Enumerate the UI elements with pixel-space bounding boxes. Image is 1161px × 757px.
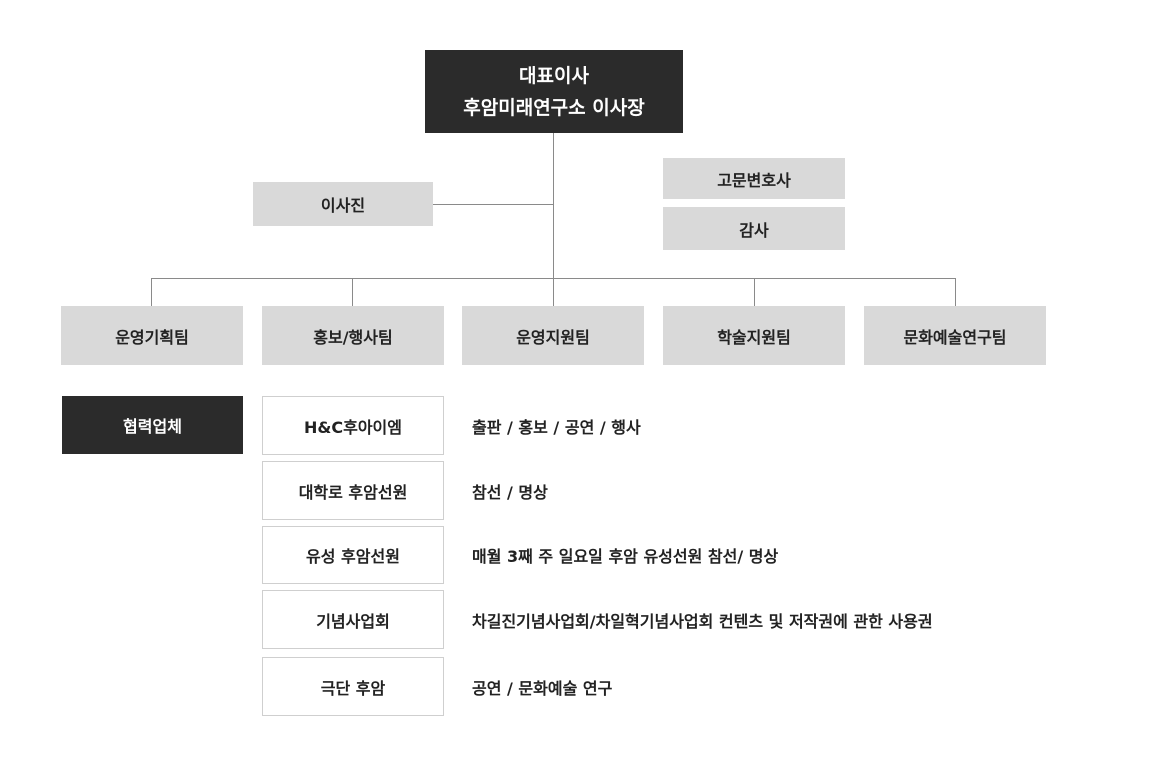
team-drop-line: [955, 278, 956, 306]
team-drop-line: [553, 278, 554, 306]
board-box: 이사진: [253, 182, 433, 226]
ceo-subtitle: 후암미래연구소 이사장: [463, 96, 645, 119]
partner-description: 출판 / 홍보 / 공연 / 행사: [472, 417, 641, 437]
partner-description: 차길진기념사업회/차일혁기념사업회 컨텐츠 및 저작권에 관한 사용권: [472, 611, 933, 631]
partner-name-box: 대학로 후암선원: [262, 461, 444, 520]
team-box-operations-planning: 운영기획팀: [61, 306, 243, 365]
partner-name-box: H&C후아이엠: [262, 396, 444, 455]
partner-description: 참선 / 명상: [472, 482, 548, 502]
ceo-stem-line: [553, 133, 554, 279]
advisor-box-audit: 감사: [663, 207, 845, 250]
partners-header: 협력업체: [62, 396, 243, 454]
ceo-box: 대표이사 후암미래연구소 이사장: [425, 50, 683, 133]
partner-name-box: 극단 후암: [262, 657, 444, 716]
team-box-academic-support: 학술지원팀: [663, 306, 845, 365]
team-box-pr-events: 홍보/행사팀: [262, 306, 444, 365]
team-box-operations-support: 운영지원팀: [462, 306, 644, 365]
team-drop-line: [352, 278, 353, 306]
partner-name-box: 유성 후암선원: [262, 526, 444, 584]
team-drop-line: [754, 278, 755, 306]
ceo-title: 대표이사: [519, 64, 589, 87]
board-connector-line: [433, 204, 553, 205]
partner-description: 공연 / 문화예술 연구: [472, 678, 613, 698]
team-drop-line: [151, 278, 152, 306]
advisor-box-legal: 고문변호사: [663, 158, 845, 199]
partner-name-box: 기념사업회: [262, 590, 444, 649]
partner-description: 매월 3째 주 일요일 후암 유성선원 참선/ 명상: [472, 547, 779, 566]
team-box-culture-arts-research: 문화예술연구팀: [864, 306, 1046, 365]
